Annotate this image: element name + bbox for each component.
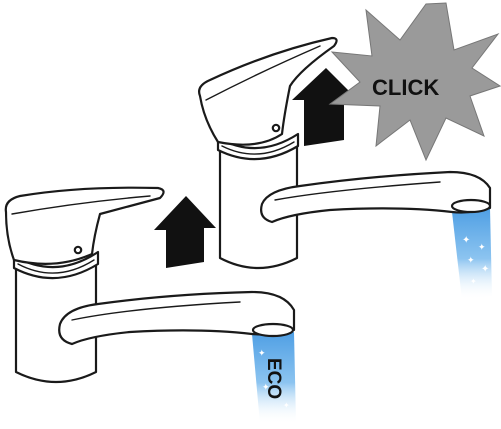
faucet-collar-left <box>12 250 100 280</box>
starburst-icon <box>328 2 501 162</box>
lever-screw-left <box>73 245 83 255</box>
arrow-up-icon <box>292 68 358 146</box>
lever-right <box>198 36 338 146</box>
svg-text:✦: ✦ <box>283 401 290 410</box>
svg-text:✦: ✦ <box>467 255 475 265</box>
arrow-up-icon <box>154 196 216 268</box>
eco-label: ECO <box>263 358 284 399</box>
faucet-right: ✦ ✦ ✦ ✦ ✦ CLICK <box>198 2 501 300</box>
svg-text:✦: ✦ <box>478 242 486 252</box>
aerator-right <box>450 198 492 214</box>
lever-screw-right <box>271 123 281 133</box>
water-sparkles-left: ✦ ✦ ✦ <box>258 348 290 410</box>
svg-text:✦: ✦ <box>470 277 477 286</box>
svg-text:✦: ✦ <box>258 348 266 358</box>
click-label: CLICK <box>372 75 439 100</box>
svg-text:✦: ✦ <box>462 235 470 246</box>
aerator-left <box>251 322 295 338</box>
water-stream-right <box>452 208 492 300</box>
svg-text:✦: ✦ <box>262 382 270 392</box>
water-stream-left <box>252 332 296 424</box>
lever-left <box>4 186 165 265</box>
faucet-collar-right <box>216 132 300 161</box>
svg-text:✦: ✦ <box>481 264 489 275</box>
water-sparkles-right: ✦ ✦ ✦ ✦ ✦ <box>462 235 489 286</box>
faucet-left: ✦ ✦ ✦ ECO <box>4 186 296 424</box>
